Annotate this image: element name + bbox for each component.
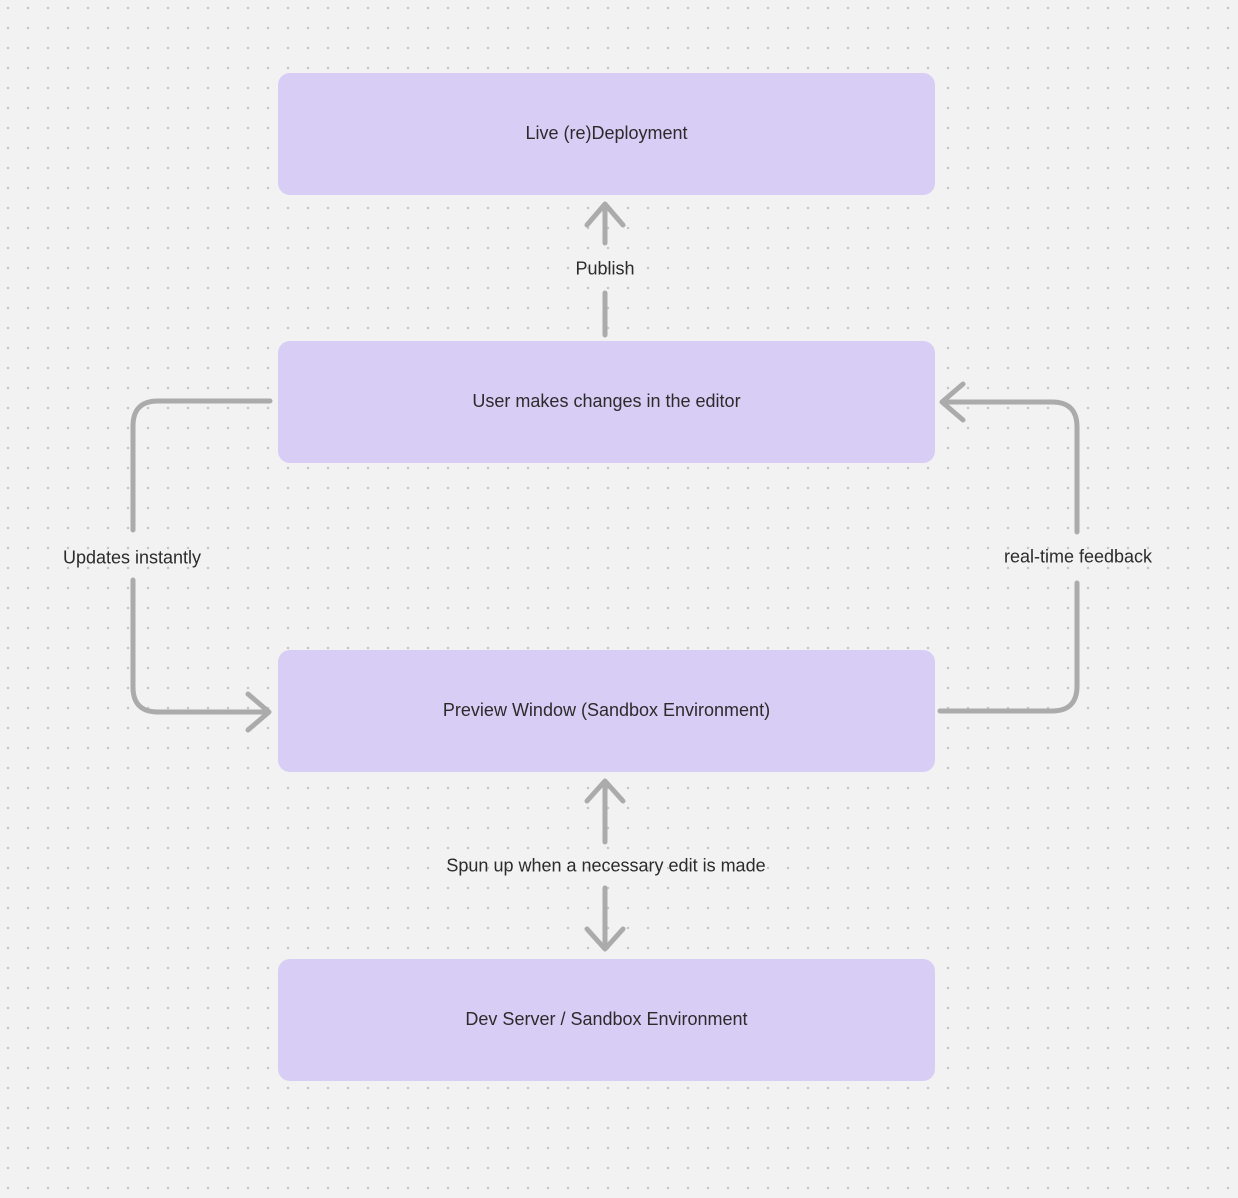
node-preview-window: Preview Window (Sandbox Environment)	[278, 650, 935, 772]
edge-label-publish: Publish	[575, 258, 635, 279]
node-live-deployment: Live (re)Deployment	[278, 73, 935, 195]
node-preview-window-label: Preview Window (Sandbox Environment)	[442, 700, 771, 721]
node-dev-server: Dev Server / Sandbox Environment	[278, 959, 935, 1081]
node-live-deployment-label: Live (re)Deployment	[525, 123, 688, 144]
edge-label-updates-instantly: Updates instantly	[62, 547, 202, 568]
node-user-makes-changes: User makes changes in the editor	[278, 341, 935, 463]
edge-label-spun-up: Spun up when a necessary edit is made	[446, 855, 766, 876]
edge-label-realtime-feedback: real-time feedback	[1003, 546, 1153, 567]
node-dev-server-label: Dev Server / Sandbox Environment	[465, 1009, 748, 1030]
node-user-makes-changes-label: User makes changes in the editor	[472, 391, 741, 412]
